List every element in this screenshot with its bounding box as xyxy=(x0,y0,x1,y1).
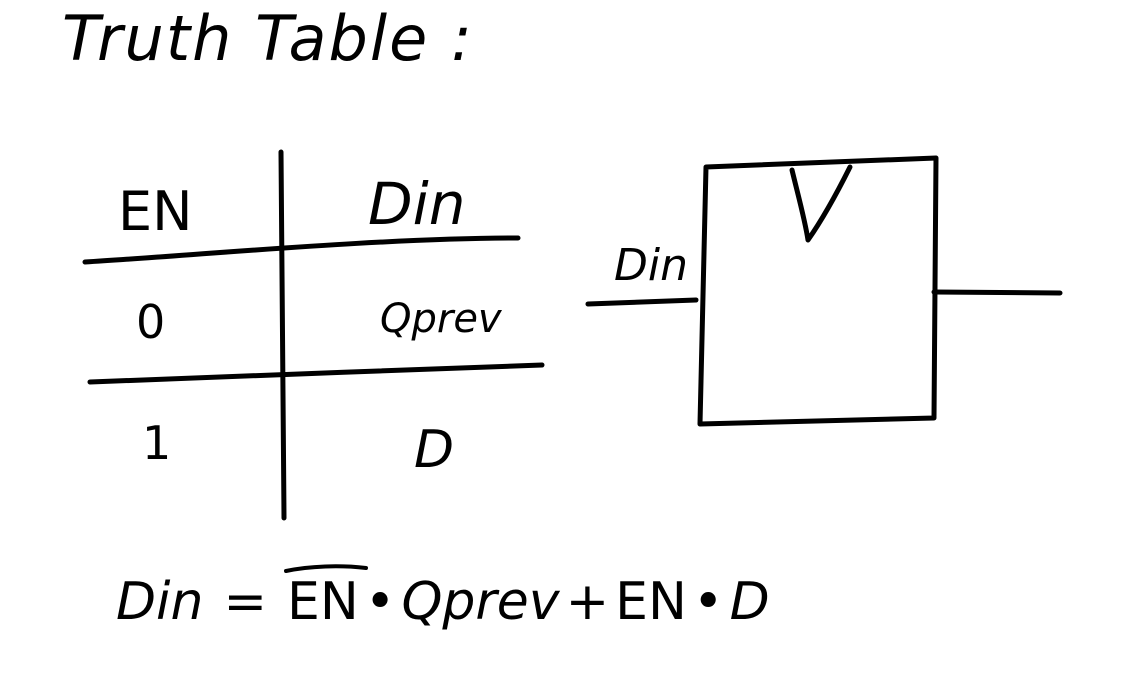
flipflop-box xyxy=(697,155,939,427)
page-title: Truth Table : xyxy=(62,2,474,75)
equation-dot1: • xyxy=(364,572,396,632)
equation-term2-rest: D xyxy=(729,572,770,632)
table-cell-en-row1: 0 xyxy=(136,295,166,349)
clock-triangle-icon xyxy=(789,164,853,243)
equation-term2-var: EN xyxy=(615,572,687,632)
table-header-en: EN xyxy=(118,180,193,243)
table-cell-din-row1: Qprev xyxy=(380,296,502,342)
input-label: Din xyxy=(614,240,688,291)
table-cell-en-row2: 1 xyxy=(142,416,172,470)
table-vertical-divider xyxy=(278,149,287,521)
equation-lhs: Din xyxy=(116,572,204,632)
table-header-din: Din xyxy=(368,170,466,238)
input-wire xyxy=(585,297,699,307)
equation-term1-var: EN xyxy=(287,572,359,632)
equation-dot2: • xyxy=(692,572,724,632)
output-wire xyxy=(931,289,1063,296)
equation-equals: = xyxy=(223,572,268,632)
table-row-divider xyxy=(87,362,545,385)
table-header-underline xyxy=(82,235,521,265)
equation: Din = EN • Qprev + EN • D xyxy=(116,572,770,632)
equation-plus: + xyxy=(565,572,610,632)
not-overbar xyxy=(284,564,368,573)
table-cell-din-row2: D xyxy=(414,420,455,480)
equation-term1-rest: Qprev xyxy=(401,572,560,632)
